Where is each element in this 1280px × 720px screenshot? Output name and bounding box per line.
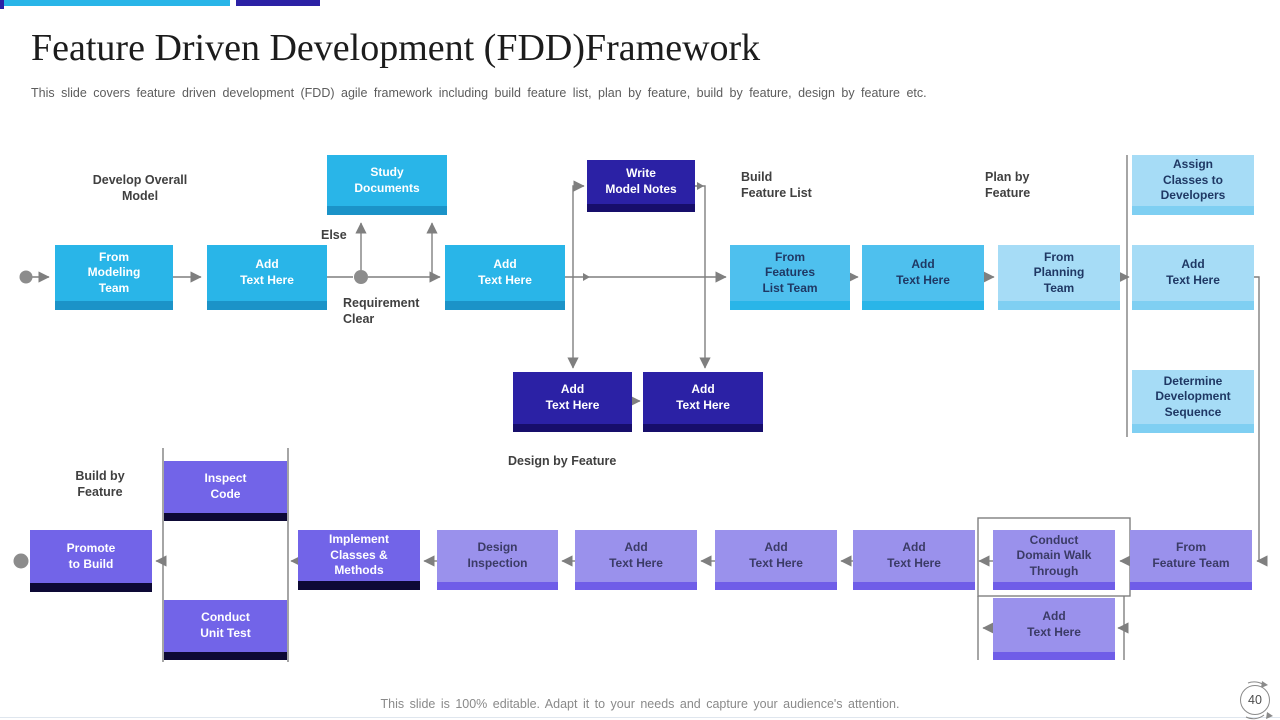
box-write-model-notes: Write Model Notes [587, 160, 695, 212]
box-design-inspection: Design Inspection [437, 530, 558, 590]
footer-note: This slide is 100% editable. Adapt it to… [380, 697, 900, 711]
label-build-by-feature: Build by Feature [75, 469, 125, 500]
page-number-badge: 40 [1234, 679, 1276, 720]
box-from-planning-team: From Planning Team [998, 245, 1120, 310]
box-add-text-navy-1: Add Text Here [513, 372, 632, 432]
box-conduct-unit-test: Conduct Unit Test [164, 600, 287, 660]
box-inspect-code: Inspect Code [164, 461, 287, 521]
box-add-text-purple-2: Add Text Here [715, 530, 837, 590]
box-add-text-skylight-1: Add Text Here [1132, 245, 1254, 310]
label-build-feature-list: Build Feature List [741, 170, 812, 201]
label-else: Else [321, 228, 347, 242]
box-assign-classes-to-developers: Assign Classes to Developers [1132, 155, 1254, 215]
box-determine-development-sequence: Determine Development Sequence [1132, 370, 1254, 433]
top-accent-navy-bar [236, 0, 320, 6]
box-add-text-navy-2: Add Text Here [643, 372, 763, 432]
slide-bottom-edge [0, 717, 1280, 718]
box-add-text-cyan-2: Add Text Here [445, 245, 565, 310]
top-accent-cyan-bar [4, 0, 230, 6]
label-design-by-feature: Design by Feature [508, 454, 617, 468]
box-study-documents: Study Documents [327, 155, 447, 215]
top-accent-corner [0, 0, 4, 9]
box-add-text-sky-1: Add Text Here [862, 245, 984, 310]
box-add-text-cyan-1: Add Text Here [207, 245, 327, 310]
page-subtitle: This slide covers feature driven develop… [31, 86, 927, 100]
box-add-text-purple-1: Add Text Here [575, 530, 697, 590]
label-plan-by-feature: Plan by Feature [985, 170, 1031, 201]
page-title: Feature Driven Development (FDD)Framewor… [31, 27, 761, 69]
box-add-text-purple-3: Add Text Here [853, 530, 975, 590]
label-develop-overall-model: Develop Overall Model [92, 173, 188, 204]
box-from-feature-team: From Feature Team [1130, 530, 1252, 590]
label-requirement-clear: Requirement Clear [343, 296, 420, 327]
box-from-modeling-team: From Modeling Team [55, 245, 173, 310]
box-conduct-domain-walk-through: Conduct Domain Walk Through [993, 530, 1115, 590]
box-implement-classes-methods: Implement Classes & Methods [298, 530, 420, 590]
box-promote-to-build: Promote to Build [30, 530, 152, 592]
box-from-features-list-team: From Features List Team [730, 245, 850, 310]
box-add-text-purple-4: Add Text Here [993, 598, 1115, 660]
loop-arrow-icon [1245, 681, 1273, 720]
page-number: 40 [1240, 685, 1270, 715]
